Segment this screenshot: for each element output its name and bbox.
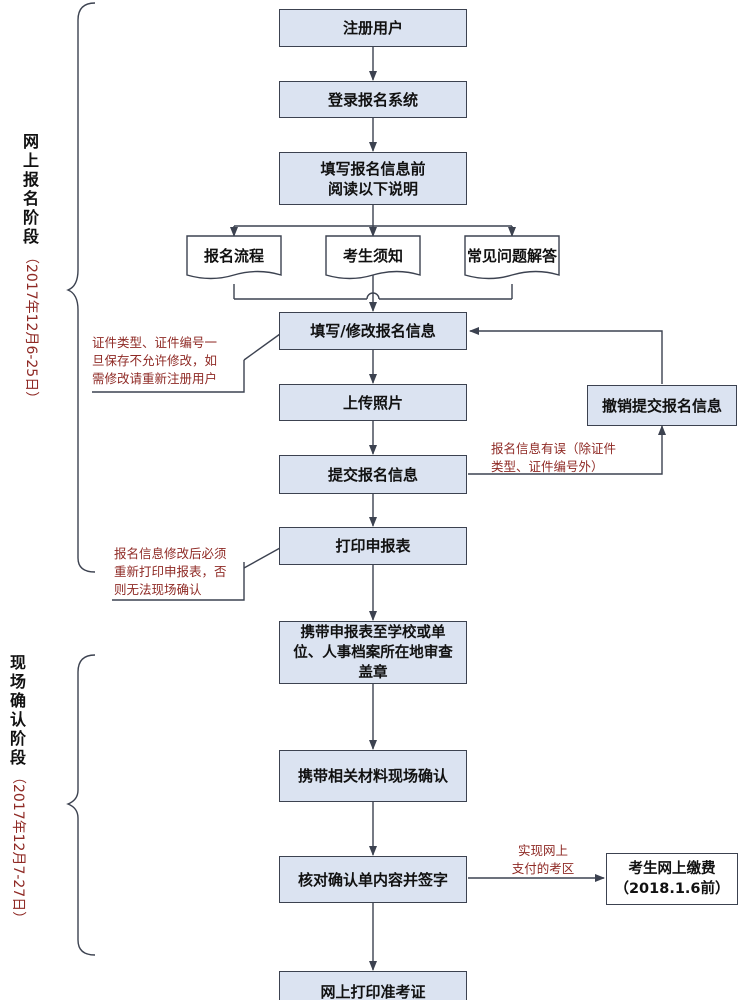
phase-online-title-char: 名 [22,189,39,208]
phase-onsite-dates: （2017年12月7-27日） [10,770,26,926]
note-reprint-line-3: 则无法现场确认 [114,582,202,597]
step-login-label: 登录报名系统 [327,90,418,109]
note-pay-line-2: 支付的考区 [511,861,575,876]
step-upload-photo-label: 上传照片 [342,393,403,412]
step-verify-sign-label: 核对确认单内容并签字 [297,870,448,889]
step-take-line-3: 盖章 [358,664,388,681]
note-reprint-line-2: 重新打印申报表，否 [114,564,227,579]
step-print-admission-label: 网上打印准考证 [320,983,426,1000]
phase-onsite-title-char: 认 [9,710,26,729]
note-id-pointer [243,333,281,361]
step-login: 登录报名系统 [279,81,467,118]
step-read-before: 填写报名信息前 阅读以下说明 [279,152,467,205]
doc-shape-2 [325,235,421,280]
step-take-line-2: 位、人事档案所在地审查 [293,644,453,661]
step-revoke: 撤销提交报名信息 [587,385,737,426]
note-id-change: 证件类型、证件编号一 旦保存不允许修改，如 需修改请重新注册用户 [92,334,242,388]
doc-shape-3 [464,235,560,280]
note-reprint-pointer [243,547,281,569]
note-reprint: 报名信息修改后必须 重新打印申报表，否 则无法现场确认 [114,545,244,599]
note-info-error: 报名信息有误（除证件 类型、证件编号外） [491,440,661,476]
step-take-to-school: 携带申报表至学校或单 位、人事档案所在地审查 盖章 [279,621,467,684]
phase-online-dates: （2017年12月6-25日） [23,250,39,406]
note-id-line-2: 旦保存不允许修改，如 [92,353,218,368]
step-register: 注册用户 [279,9,467,47]
step-pay: 考生网上缴费 （2018.1.6前） [606,853,738,905]
step-take-line-1: 携带申报表至学校或单 [300,624,446,641]
phase-onsite-title-char: 场 [9,672,26,691]
step-submit: 提交报名信息 [279,455,467,494]
step-print-form: 打印申报表 [279,527,467,565]
step-read-line-2: 阅读以下说明 [327,179,418,198]
phase-online-title-char: 报 [22,170,39,189]
step-onsite-confirm: 携带相关材料现场确认 [279,750,467,802]
doc-notice-label: 考生须知 [342,247,403,265]
phase-onsite-title-char: 确 [9,691,26,710]
phase-online-title-char: 网 [22,132,39,151]
note-error-line-2: 类型、证件编号外） [491,459,604,474]
step-pay-line-1: 考生网上缴费 [628,861,716,877]
doc-flow: 报名流程 [187,245,281,266]
note-pay-line-1: 实现网上 [517,843,568,858]
note-id-leader [92,360,245,393]
step-revoke-label: 撤销提交报名信息 [601,396,722,415]
step-onsite-confirm-label: 携带相关材料现场确认 [297,767,448,785]
step-pay-line-2: （2018.1.6前） [614,881,730,897]
phase-onsite-title-char: 阶 [9,729,26,748]
arrow-submit-revoke [468,425,666,475]
phase-onsite-brace [66,654,96,956]
step-fill-modify-label: 填写/修改报名信息 [310,322,436,340]
doc-flow-label: 报名流程 [203,247,264,265]
doc-shape-1 [186,235,282,280]
phase-onsite-title-char: 段 [9,748,26,767]
phase-online-brace [66,2,96,573]
step-read-line-1: 填写报名信息前 [320,159,426,178]
phase-onsite-title: 现场确认阶段 [8,653,28,767]
phase-online-title-char: 上 [22,151,39,170]
step-register-label: 注册用户 [342,19,403,37]
note-reprint-line-1: 报名信息修改后必须 [114,546,227,561]
phase-online-title: 网上报名阶段 [21,132,41,246]
note-id-line-3: 需修改请重新注册用户 [92,371,218,386]
arrow-revoke-fill [469,327,663,384]
step-fill-modify: 填写/修改报名信息 [279,312,467,350]
doc-notice: 考生须知 [326,245,420,266]
doc-faq: 常见问题解答 [465,245,559,266]
phase-online-title-char: 阶 [22,208,39,227]
step-verify-sign: 核对确认单内容并签字 [279,856,467,903]
step-print-admission: 网上打印准考证 [279,971,467,1000]
note-error-line-1: 报名信息有误（除证件 [491,441,617,456]
step-upload-photo: 上传照片 [279,384,467,421]
note-online-pay: 实现网上 支付的考区 [498,842,588,878]
doc-faq-label: 常见问题解答 [466,247,557,265]
note-id-line-1: 证件类型、证件编号一 [92,335,218,350]
phase-online-title-char: 段 [22,227,39,246]
note-reprint-leader [112,562,245,601]
phase-onsite-title-char: 现 [9,653,26,672]
step-print-form-label: 打印申报表 [335,537,411,555]
step-submit-label: 提交报名信息 [327,465,418,484]
